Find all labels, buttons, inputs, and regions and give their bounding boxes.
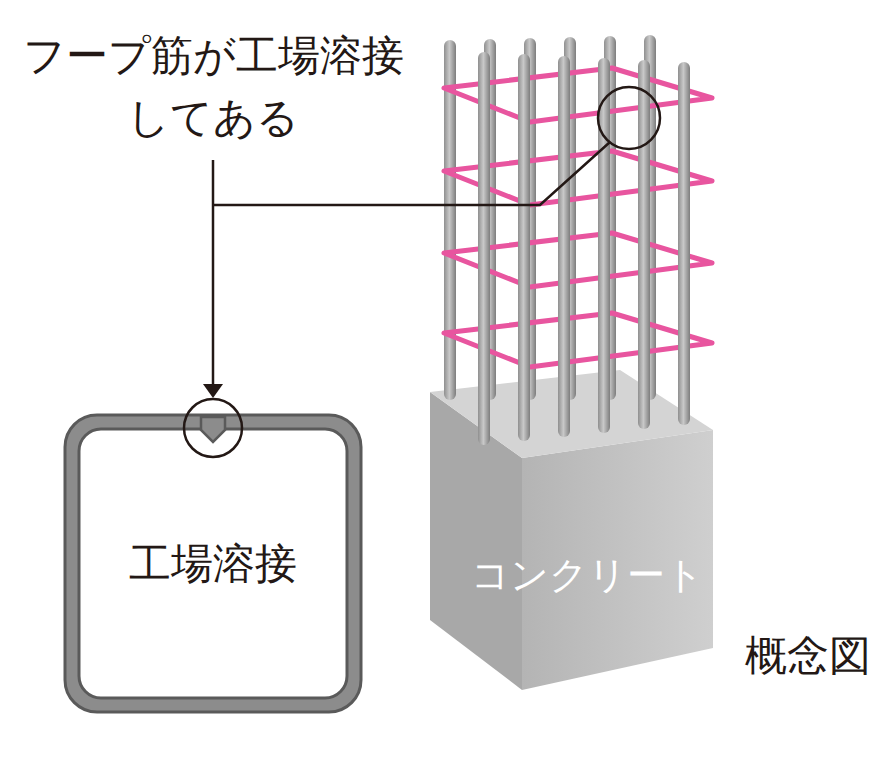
- rebar: [638, 60, 650, 429]
- rebar-front: [478, 52, 690, 445]
- cross-section: [65, 399, 361, 712]
- rebar: [678, 62, 690, 425]
- node-text: 工場溶接: [129, 536, 297, 592]
- rebar: [518, 54, 530, 441]
- node-text: コンクリート: [471, 550, 704, 601]
- rebar: [598, 58, 610, 433]
- leader-arrowhead: [203, 384, 223, 398]
- callout-text: フープ筋が工場溶接 してある: [6, 25, 420, 149]
- concrete-block: [430, 370, 713, 690]
- concrete-label-box: コンクリート: [455, 545, 720, 605]
- rebar: [558, 56, 570, 437]
- figure-note: 概念図: [738, 628, 878, 684]
- cross-section-box: 工場溶接: [82, 432, 344, 695]
- rebar: [478, 52, 490, 445]
